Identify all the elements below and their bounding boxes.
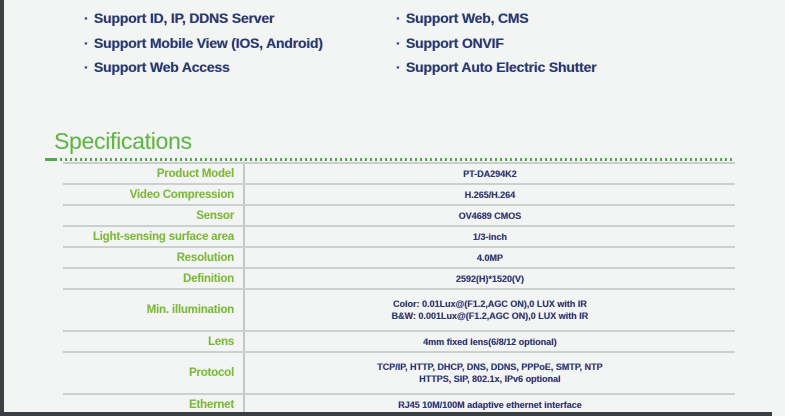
feature-item-label: Support ONVIF	[406, 34, 504, 51]
spec-value-line: 4.0MP	[476, 252, 503, 263]
spec-value-line: 2592(H)*1520(V)	[455, 273, 525, 284]
specifications-heading: Specifications	[54, 128, 192, 154]
spec-row-value: RJ45 10M/100M adaptive ethernet interfac…	[245, 395, 735, 414]
spec-value-line: RJ45 10M/100M adaptive ethernet interfac…	[398, 399, 582, 410]
feature-item: · Support Mobile View (IOS, Android)	[84, 31, 323, 56]
spec-value-line: 1/3-inch	[472, 231, 507, 242]
page-edge-bottom	[0, 412, 772, 416]
spec-value-line: B&W: 0.001Lux@(F1.2,AGC ON),0 LUX with I…	[391, 311, 589, 321]
spec-row-label: Video Compression	[63, 185, 245, 204]
spec-row-value: TCP/IP, HTTP, DHCP, DNS, DDNS, PPPoE, SM…	[245, 353, 735, 393]
feature-item: · Support Web Access	[84, 55, 323, 80]
page-edge-left	[0, 0, 4, 416]
spec-value-line: 4mm fixed lens(6/8/12 optional)	[423, 336, 557, 347]
bullet-dot-icon: ·	[396, 59, 401, 76]
bullet-dot-icon: ·	[84, 10, 89, 26]
feature-item: · Support Web, CMS	[396, 6, 596, 31]
feature-item-label: Support ID, IP, DDNS Server	[94, 10, 275, 26]
spec-row-label: Min. illumination	[63, 290, 245, 330]
spec-row-label: Ethernet	[63, 395, 245, 414]
feature-item-label: Support Auto Electric Shutter	[406, 59, 597, 76]
table-row: Min. illumination Color: 0.01Lux@(F1.2,AG…	[63, 290, 735, 332]
bullet-dot-icon: ·	[396, 10, 401, 26]
spec-row-value: Color: 0.01Lux@(F1.2,AGC ON),0 LUX with …	[245, 290, 735, 330]
spec-row-label: Lens	[63, 332, 245, 351]
spec-row-label: Sensor	[63, 206, 245, 225]
feature-item: · Support ID, IP, DDNS Server	[84, 6, 323, 31]
table-row: Video Compression H.265/H.264	[63, 185, 735, 206]
spec-row-value: H.265/H.264	[245, 185, 735, 204]
bullet-dot-icon: ·	[84, 34, 89, 51]
spec-value-line: TCP/IP, HTTP, DHCP, DNS, DDNS, PPPoE, SM…	[377, 362, 603, 372]
table-row: Resolution 4.0MP	[63, 248, 735, 269]
spec-row-label: Light-sensing surface area	[63, 227, 245, 246]
spec-value-line: PT-DA294K2	[463, 168, 517, 179]
bullet-dot-icon: ·	[84, 59, 89, 76]
spec-row-label: Protocol	[63, 353, 245, 393]
spec-row-value: 2592(H)*1520(V)	[245, 269, 735, 288]
table-row: Definition 2592(H)*1520(V)	[63, 269, 735, 290]
bullet-dot-icon: ·	[396, 34, 401, 51]
table-row: Lens 4mm fixed lens(6/8/12 optional)	[63, 332, 735, 353]
feature-item: · Support ONVIF	[396, 31, 596, 56]
spec-row-value: 1/3-inch	[245, 227, 735, 246]
spec-row-value: PT-DA294K2	[245, 164, 735, 183]
feature-item-label: Support Web, CMS	[406, 10, 529, 26]
feature-item-label: Support Web Access	[94, 59, 230, 76]
feature-item-label: Support Mobile View (IOS, Android)	[94, 34, 323, 51]
spec-row-value: 4mm fixed lens(6/8/12 optional)	[245, 332, 735, 351]
spec-row-label: Definition	[63, 269, 245, 288]
feature-list-left: · Support ID, IP, DDNS Server · Support Mob…	[84, 6, 323, 80]
table-row: Light-sensing surface area 1/3-inch	[63, 227, 735, 248]
feature-item: · Support Auto Electric Shutter	[396, 55, 597, 80]
spec-value-line: OV4689 CMOS	[458, 210, 522, 221]
spec-value-line: H.265/H.264	[464, 189, 516, 200]
table-row: Protocol TCP/IP, HTTP, DHCP, DNS, DDNS, P…	[63, 353, 735, 395]
spec-value-line: Color: 0.01Lux@(F1.2,AGC ON),0 LUX with …	[393, 299, 587, 309]
spec-row-value: OV4689 CMOS	[245, 206, 735, 225]
spec-row-value: 4.0MP	[245, 248, 735, 267]
spec-row-label: Resolution	[63, 248, 245, 267]
spec-value-line: HTTPS, SIP, 802.1x, IPv6 optional	[419, 374, 561, 384]
spec-row-label: Product Model	[63, 164, 245, 183]
dotted-separator	[45, 158, 735, 161]
table-row: Sensor OV4689 CMOS	[63, 206, 735, 227]
table-row: Product Model PT-DA294K2	[63, 164, 735, 185]
feature-list-right: · Support Web, CMS · Support ONVIF · Support …	[396, 6, 597, 80]
